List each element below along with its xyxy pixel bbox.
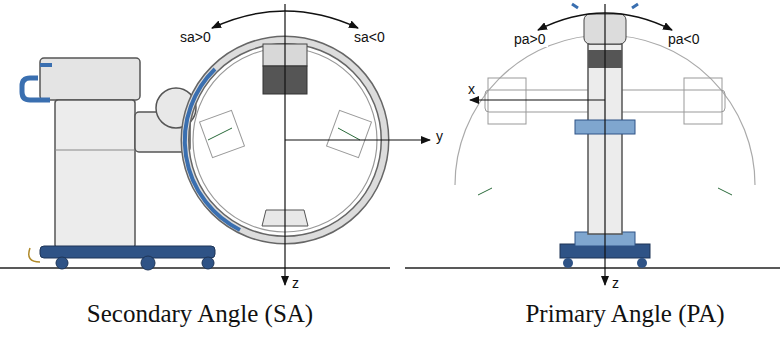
angle-label: pa>0	[512, 32, 548, 47]
caption-label: Secondary Angle (SA)	[87, 300, 313, 328]
angle-label: sa>0	[178, 30, 213, 45]
angle-label: sa<0	[352, 30, 387, 45]
axis-label: y	[434, 129, 445, 144]
axis-label: x	[466, 82, 477, 97]
angle-label: pa<0	[666, 32, 702, 47]
axis-label: z	[290, 276, 301, 291]
axis-label: z	[610, 276, 621, 291]
caption-label: Primary Angle (PA)	[525, 300, 724, 328]
